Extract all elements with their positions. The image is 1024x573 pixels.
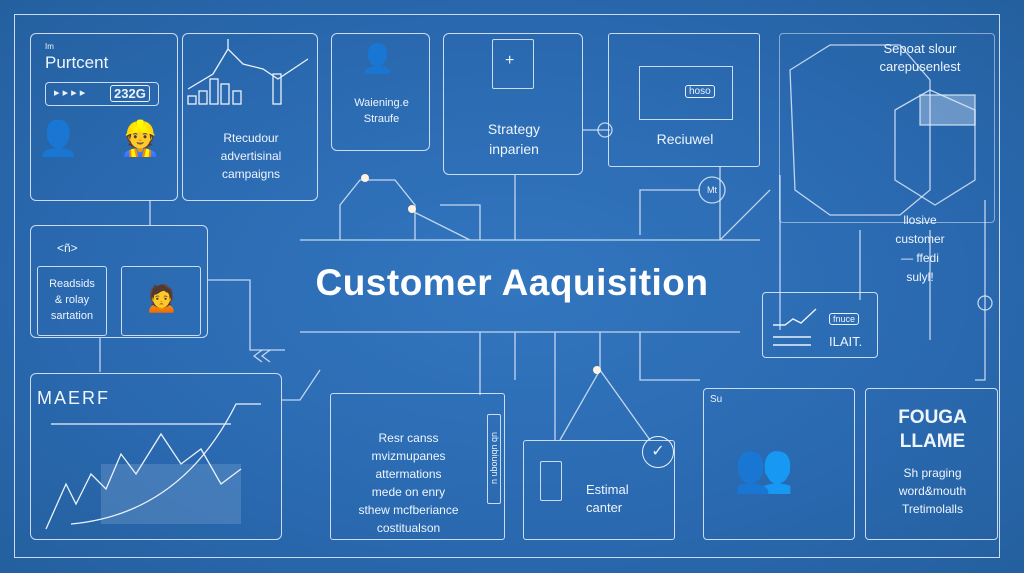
panel-waiening-line-1: Waiening.e bbox=[354, 97, 409, 109]
resr-line-2: mvizmupanes bbox=[371, 449, 446, 463]
estimal-line-2: canter bbox=[586, 500, 623, 515]
panel-sepoat: Sepoat slour carepusenlest bbox=[779, 33, 995, 223]
ilait-label: ILAIT. bbox=[829, 334, 863, 349]
outer-frame bbox=[14, 14, 1000, 558]
panel-ads-line-3: campaigns bbox=[221, 167, 281, 181]
percent-counter: 232G bbox=[110, 85, 150, 102]
panel-strategy-line-2: inparien bbox=[489, 141, 539, 157]
panel-waiening-line-2: Straufe bbox=[363, 113, 400, 125]
panel-strategy: + Strategy inparien bbox=[443, 33, 583, 175]
percent-progress-bar: ▸ ▸ ▸ ▸ 232G bbox=[45, 82, 159, 106]
panel-percent-heading: Purtcent bbox=[45, 53, 109, 72]
team-meeting-icon: 👥 bbox=[734, 442, 794, 495]
llosive-line-3: — ffedi bbox=[901, 251, 939, 265]
ilait-tag: fnuce bbox=[829, 313, 860, 325]
panel-ads-line-1: Rtecudour bbox=[223, 131, 279, 145]
llosive-line-2: customer bbox=[895, 232, 945, 246]
fouga-line-2: word&mouth bbox=[898, 484, 967, 498]
panel-sepoat-line-2: carepusenlest bbox=[879, 59, 961, 74]
readsids-line-2: & rolay bbox=[54, 294, 90, 306]
resr-line-6: costitualson bbox=[376, 521, 441, 535]
resr-line-4: mede on enry bbox=[371, 485, 446, 499]
panel-ilait: fnuce ILAIT. bbox=[762, 292, 878, 358]
strategy-card-icon: + bbox=[492, 39, 534, 89]
check-icon: ✓ bbox=[642, 436, 674, 468]
people-label: Su bbox=[710, 394, 723, 405]
fouga-heading-2: LLAME bbox=[899, 431, 966, 452]
page-title: Customer Aaquisition bbox=[315, 262, 709, 303]
worker-icon: 👷 bbox=[119, 120, 162, 158]
growth-chart-icon bbox=[45, 403, 261, 530]
bar-chart-icon bbox=[187, 39, 309, 105]
estimal-line-1: Estimal bbox=[586, 482, 629, 497]
panel-resr: Resr canss mvizmupanes attermations mede… bbox=[330, 393, 505, 540]
panel-maerf: MAERF bbox=[30, 373, 282, 540]
panel-reciuwel-label: Reciuwel bbox=[656, 131, 714, 147]
resr-side-text: ub ubiuoqn u bbox=[490, 431, 500, 485]
panel-estimal: Estimal canter bbox=[523, 440, 675, 540]
fouga-line-1: Sh praging bbox=[903, 466, 962, 480]
panel-ads: Rtecudour advertisinal campaigns bbox=[182, 33, 318, 201]
panel-sepoat-line-1: Sepoat slour bbox=[883, 41, 957, 56]
panel-percent-small: Im bbox=[45, 42, 54, 51]
panel-percent: Im Purtcent ▸ ▸ ▸ ▸ 232G 👤 👷 bbox=[30, 33, 178, 201]
llosive-line-4: sulyl! bbox=[906, 270, 934, 284]
monitor-icon: hoso bbox=[639, 66, 733, 120]
trend-up-icon bbox=[773, 308, 817, 346]
panel-reciuwel: hoso Reciuwel bbox=[608, 33, 760, 167]
resr-line-3: attermations bbox=[375, 467, 442, 481]
code-icon-label: <ñ> bbox=[57, 241, 78, 255]
resr-line-5: sthew mcfberiance bbox=[358, 503, 459, 517]
readsids-line-1: Readsids bbox=[49, 278, 95, 290]
fouga-line-3: Tretimolalls bbox=[902, 502, 963, 516]
mt-circle-label: Mt bbox=[707, 185, 717, 195]
readsids-box: Readsids & rolay sartation bbox=[37, 266, 107, 336]
fouga-heading-1: FOUGA bbox=[898, 407, 967, 428]
llosive-line-1: llosive bbox=[903, 213, 937, 227]
panel-ads-line-2: advertisinal bbox=[220, 149, 282, 163]
people-icon: 👤 bbox=[37, 120, 80, 158]
panel-strategy-line-1: Strategy bbox=[487, 121, 541, 137]
readsids-line-3: sartation bbox=[50, 310, 94, 322]
resr-side-tab: ub ubiuoqn u bbox=[487, 414, 501, 504]
device-icon bbox=[540, 461, 562, 501]
panel-waiening: 👤 Waiening.e Straufe bbox=[331, 33, 430, 151]
monitor-tag: hoso bbox=[685, 85, 715, 98]
panel-readsids: <ñ> Readsids & rolay sartation 🙍 bbox=[30, 225, 208, 338]
progress-arrows-icon: ▸ ▸ ▸ ▸ bbox=[54, 87, 86, 99]
avatar-frame-icon: 🙍 bbox=[121, 266, 201, 336]
maerf-heading: MAERF bbox=[37, 388, 110, 408]
panel-people: Su 👥 bbox=[703, 388, 855, 540]
panel-fouga: FOUGA LLAME Sh praging word&mouth Tretim… bbox=[865, 388, 998, 540]
resr-line-1: Resr canss bbox=[378, 431, 439, 445]
person-signal-icon: 👤 bbox=[360, 43, 395, 74]
